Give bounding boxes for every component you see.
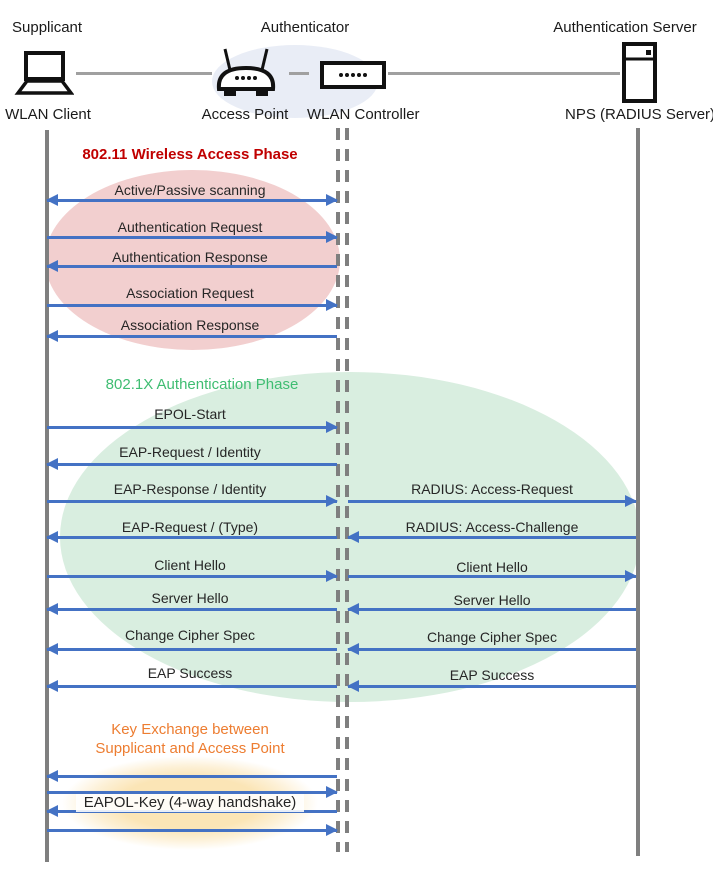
role-supplicant-label: Supplicant — [12, 19, 83, 36]
arrowhead-left — [347, 531, 359, 543]
lifeline-supplicant — [45, 130, 49, 862]
arrow-eap-response-identity — [47, 495, 338, 507]
arrow-active-passive-scanning — [46, 194, 338, 206]
arrowhead-right — [326, 299, 338, 311]
arrowhead-left — [46, 805, 58, 817]
msg-eap-success-right: EAP Success — [449, 667, 535, 683]
arrowhead-left — [46, 260, 58, 272]
arrow-eap-request-identity — [46, 458, 337, 470]
arrowhead-left — [46, 643, 58, 655]
arrowhead-left — [46, 194, 58, 206]
phase3-title-line2: Supplicant and Access Point — [95, 740, 285, 757]
msg-client-hello-left: Client Hello — [154, 557, 226, 573]
phase3-title-line1: Key Exchange between — [111, 721, 269, 738]
arrow-radius-access-request — [348, 495, 637, 507]
arrow-change-cipher-spec-right — [347, 643, 636, 655]
msg-association-request: Association Request — [126, 285, 254, 301]
msg-radius-access-challenge: RADIUS: Access-Challenge — [405, 519, 579, 535]
msg-eap-success-left: EAP Success — [147, 665, 233, 681]
arrowhead-left — [347, 643, 359, 655]
arrowhead-left — [46, 770, 58, 782]
arrowhead-left — [46, 680, 58, 692]
arrow-eapol-key-1 — [46, 770, 337, 782]
msg-association-response: Association Response — [120, 317, 260, 333]
msg-eap-request-identity: EAP-Request / Identity — [119, 444, 261, 460]
wlan-controller-icon — [320, 61, 386, 89]
msg-authentication-request: Authentication Request — [117, 219, 263, 235]
arrowhead-right — [326, 421, 338, 433]
msg-authentication-response: Authentication Response — [112, 249, 268, 265]
arrowhead-right — [326, 786, 338, 798]
lifeline-authenticator-dash-2 — [345, 128, 349, 852]
role-authenticator-label: Authenticator — [260, 19, 350, 36]
arrow-authentication-response — [46, 260, 337, 272]
device-wlan-controller-label: WLAN Controller — [307, 106, 420, 123]
msg-epol-start: EPOL-Start — [154, 406, 226, 422]
connector-ap-to-controller — [289, 72, 309, 75]
arrow-association-response — [46, 330, 337, 342]
arrow-client-hello-right — [348, 570, 637, 582]
arrowhead-left — [46, 330, 58, 342]
arrow-eap-success-left — [46, 680, 337, 692]
arrowhead-left — [46, 603, 58, 615]
arrow-epol-start — [47, 421, 338, 433]
arrow-eap-request-type — [46, 531, 337, 543]
arrow-server-hello-left — [46, 603, 337, 615]
arrow-server-hello-right — [347, 603, 636, 615]
msg-change-cipher-spec-right: Change Cipher Spec — [427, 629, 557, 645]
connector-controller-to-server — [388, 72, 620, 75]
access-point-icon — [214, 44, 278, 102]
laptop-icon — [14, 51, 74, 97]
device-nps-label: NPS (RADIUS Server) — [565, 106, 713, 123]
msg-eap-request-type: EAP-Request / (Type) — [121, 519, 259, 535]
server-icon — [622, 42, 658, 104]
arrowhead-left — [347, 603, 359, 615]
arrowhead-right — [625, 495, 637, 507]
arrowhead-right — [326, 194, 338, 206]
msg-eapol-key: EAPOL-Key (4-way handshake) — [60, 794, 320, 812]
msg-change-cipher-spec-left: Change Cipher Spec — [125, 627, 255, 643]
lifeline-authentication-server — [636, 128, 640, 856]
phase3-title: Key Exchange between Supplicant and Acce… — [60, 720, 320, 758]
device-wlan-client-label: WLAN Client — [5, 106, 91, 123]
lifeline-authenticator-dash-1 — [336, 128, 340, 852]
msg-client-hello-right: Client Hello — [456, 559, 528, 575]
arrowhead-right — [326, 570, 338, 582]
msg-radius-access-request: RADIUS: Access-Request — [411, 481, 573, 497]
arrowhead-left — [46, 458, 58, 470]
arrow-radius-access-challenge — [347, 531, 636, 543]
msg-server-hello-left: Server Hello — [151, 590, 229, 606]
msg-eapol-key-text: EAPOL-Key (4-way handshake) — [75, 794, 305, 812]
arrowhead-right — [326, 824, 338, 836]
arrowhead-right — [326, 231, 338, 243]
arrow-change-cipher-spec-left — [46, 643, 337, 655]
msg-server-hello-right: Server Hello — [453, 592, 531, 608]
phase2-title: 802.1X Authentication Phase — [105, 376, 299, 393]
arrow-eapol-key-4 — [47, 824, 338, 836]
arrowhead-left — [46, 531, 58, 543]
phase1-title: 802.11 Wireless Access Phase — [82, 146, 298, 163]
arrowhead-right — [625, 570, 637, 582]
role-authentication-server-label: Authentication Server — [553, 19, 697, 36]
msg-eap-response-identity: EAP-Response / Identity — [113, 481, 267, 497]
device-access-point-label: Access Point — [201, 106, 289, 123]
msg-active-passive-scanning: Active/Passive scanning — [114, 182, 266, 198]
arrowhead-left — [347, 680, 359, 692]
connector-client-to-ap — [76, 72, 212, 75]
arrow-client-hello-left — [47, 570, 338, 582]
arrow-eapol-key-2 — [47, 786, 338, 798]
arrowhead-right — [326, 495, 338, 507]
arrow-eap-success-right — [347, 680, 636, 692]
arrow-authentication-request — [47, 231, 338, 243]
arrow-association-request — [47, 299, 338, 311]
